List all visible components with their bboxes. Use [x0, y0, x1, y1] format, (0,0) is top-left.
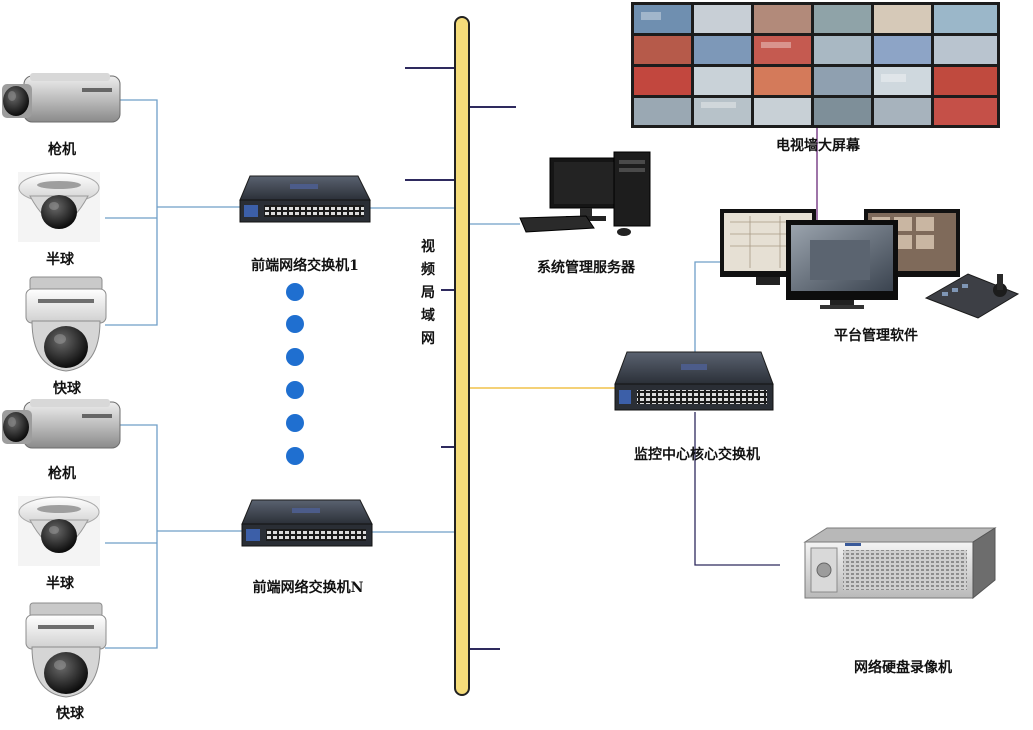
tv-wall-icon	[631, 2, 1000, 128]
left-cables-bottom	[105, 424, 242, 649]
dome-camera-icon	[18, 496, 100, 566]
label-front-switch-1: 前端网络交换机1	[251, 257, 359, 274]
label-tv-wall: 电视墙大屏幕	[776, 137, 861, 154]
label-speed-dome: 快球	[56, 705, 85, 722]
switch-uplinks	[368, 207, 456, 533]
ellipsis-dots	[286, 283, 304, 465]
speed-dome-icon	[25, 276, 107, 372]
label-platform: 平台管理软件	[834, 327, 918, 344]
platform-workstation-icon	[720, 209, 1020, 319]
core-switch-icon	[614, 351, 774, 411]
label-front-switch-n: 前端网络交换机N	[253, 579, 364, 596]
speed-dome-icon	[25, 602, 107, 698]
right-cables	[470, 128, 818, 566]
network-switch-icon	[241, 499, 373, 547]
label-server: 系统管理服务器	[537, 259, 636, 276]
label-video-lan: 视频局域网	[421, 239, 435, 347]
bullet-camera-icon	[2, 73, 121, 123]
dome-camera-icon	[18, 172, 100, 242]
lan-bus	[454, 16, 470, 696]
label-bullet-camera: 枪机	[48, 465, 76, 482]
label-speed-dome: 快球	[53, 380, 82, 397]
nvr-recorder-icon	[803, 527, 997, 600]
left-cables-top	[105, 99, 240, 326]
label-dome-camera: 半球	[46, 575, 75, 592]
bullet-camera-icon	[2, 399, 121, 449]
label-bullet-camera: 枪机	[48, 141, 76, 158]
network-switch-icon	[239, 175, 371, 223]
server-computer-icon	[519, 151, 651, 236]
bus-stubs	[405, 67, 516, 650]
label-dome-camera: 半球	[46, 251, 75, 268]
label-nvr: 网络硬盘录像机	[854, 659, 952, 676]
label-core-switch: 监控中心核心交换机	[634, 446, 760, 463]
